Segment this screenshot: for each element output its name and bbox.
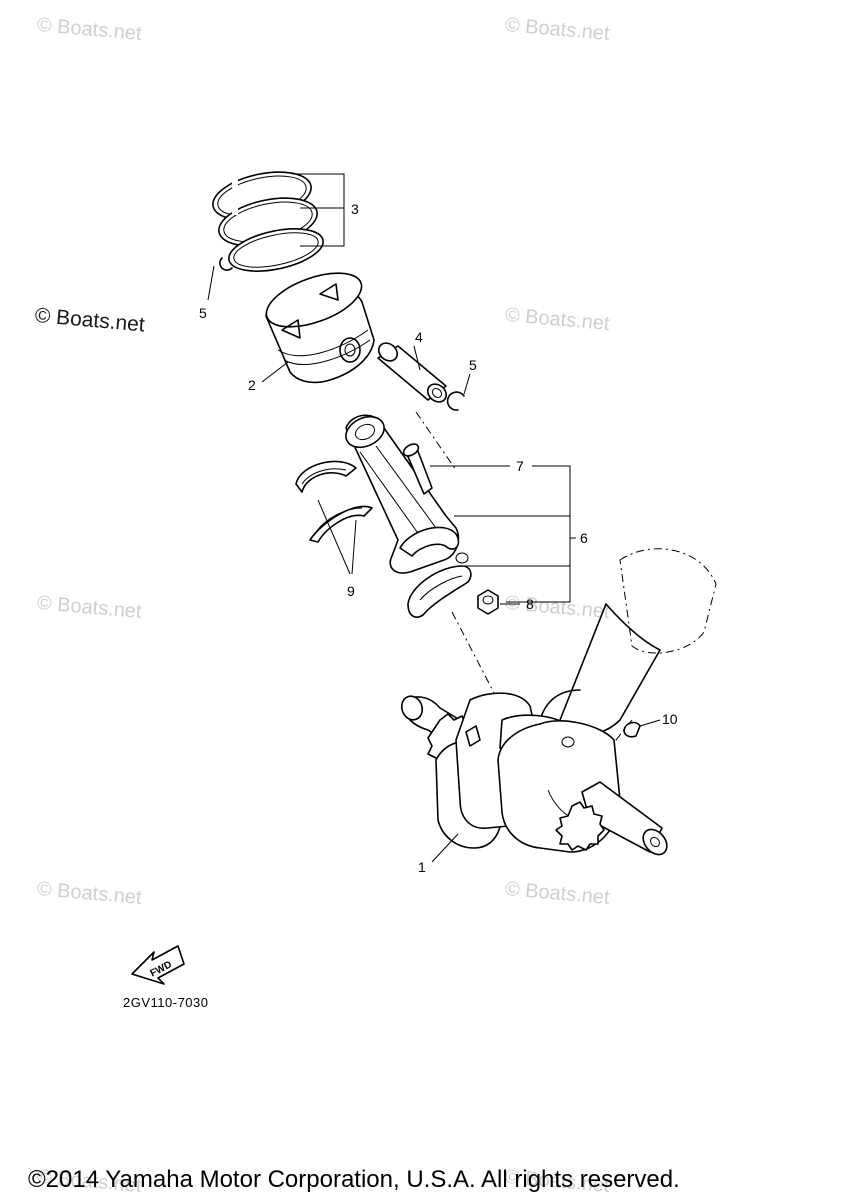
- piston-rings: [212, 171, 324, 272]
- piston-pin: [377, 342, 448, 403]
- callout-7: 7: [516, 458, 524, 474]
- rod-nut: [477, 589, 499, 615]
- rod-cap: [407, 552, 472, 618]
- callout-3: 3: [351, 201, 359, 217]
- connecting-rod: [345, 414, 460, 574]
- callout-5-right: 5: [469, 357, 477, 373]
- circlip-right: [446, 391, 465, 411]
- copyright-notice: ©2014 Yamaha Motor Corporation, U.S.A. A…: [28, 1166, 680, 1193]
- rod-bolt: [402, 443, 433, 495]
- piston: [265, 272, 375, 384]
- callout-10: 10: [662, 711, 678, 727]
- callout-2: 2: [248, 377, 256, 393]
- big-end-bearings: [295, 460, 373, 543]
- callout-8: 8: [526, 596, 534, 612]
- callout-5-left: 5: [199, 305, 207, 321]
- callout-1: 1: [418, 859, 426, 875]
- drawing-code: 2GV110-7030: [123, 995, 209, 1010]
- phantom-connecting-rod: [539, 548, 717, 735]
- callout-6: 6: [580, 530, 588, 546]
- crankshaft: [400, 692, 668, 856]
- woodruff-key: [623, 721, 641, 738]
- callout-9: 9: [347, 583, 355, 599]
- circlip-left: [219, 257, 233, 271]
- forward-arrow-icon: FWD: [131, 945, 185, 985]
- callout-4: 4: [415, 329, 423, 345]
